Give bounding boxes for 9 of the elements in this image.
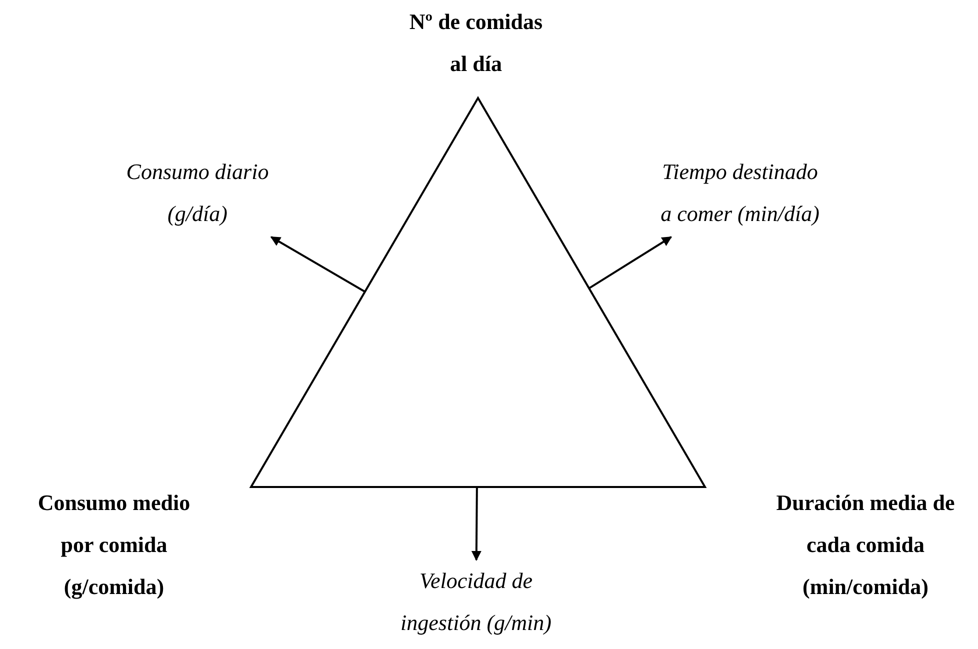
arrow <box>471 488 482 561</box>
quantity-label: Consumo diario (g/día) <box>120 151 275 235</box>
quantity-label: Tiempo destinado a comer (min/día) <box>655 151 825 235</box>
corner-label: Nº de comidas al día <box>408 8 544 78</box>
corner-label: Consumo medio por comida (g/comida) <box>36 489 192 601</box>
arrow <box>588 236 672 289</box>
arrow <box>270 236 366 292</box>
quantity-label: Velocidad de ingestión (g/min) <box>391 560 561 644</box>
corner-label: Duración media de cada comida (min/comida) <box>775 489 956 601</box>
